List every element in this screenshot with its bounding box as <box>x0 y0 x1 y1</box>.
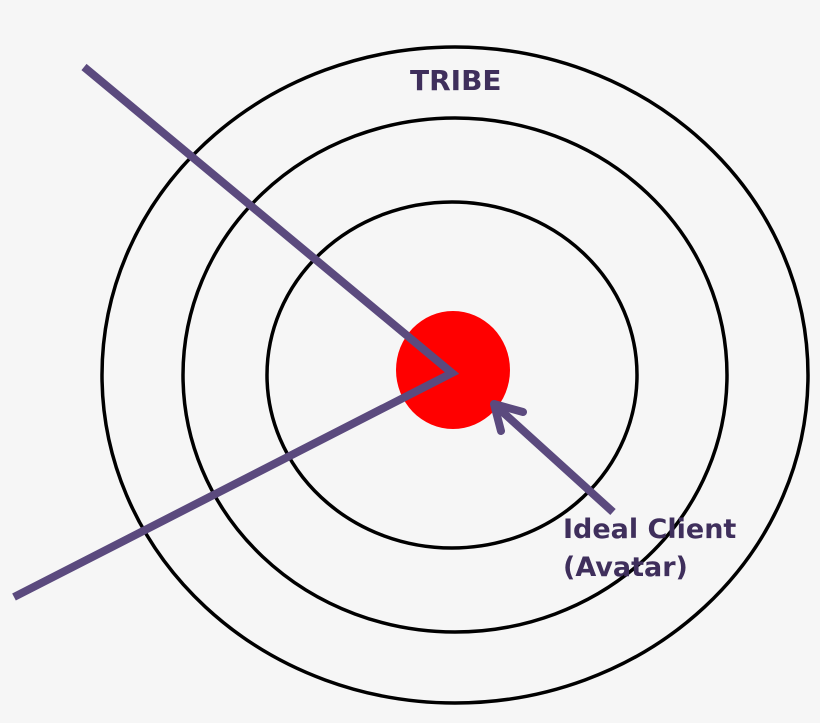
funnel-lines <box>12 63 460 601</box>
tribe-label: TRIBE <box>410 64 502 97</box>
inner-ring <box>265 200 639 550</box>
avatar-line: (Avatar) <box>563 552 688 583</box>
ideal-client-line: Ideal Client <box>563 514 737 545</box>
outer-ring <box>100 45 810 705</box>
ideal-client-label: Ideal Client (Avatar) <box>563 511 736 587</box>
arrow-icon <box>490 400 616 515</box>
middle-ring <box>181 116 729 634</box>
